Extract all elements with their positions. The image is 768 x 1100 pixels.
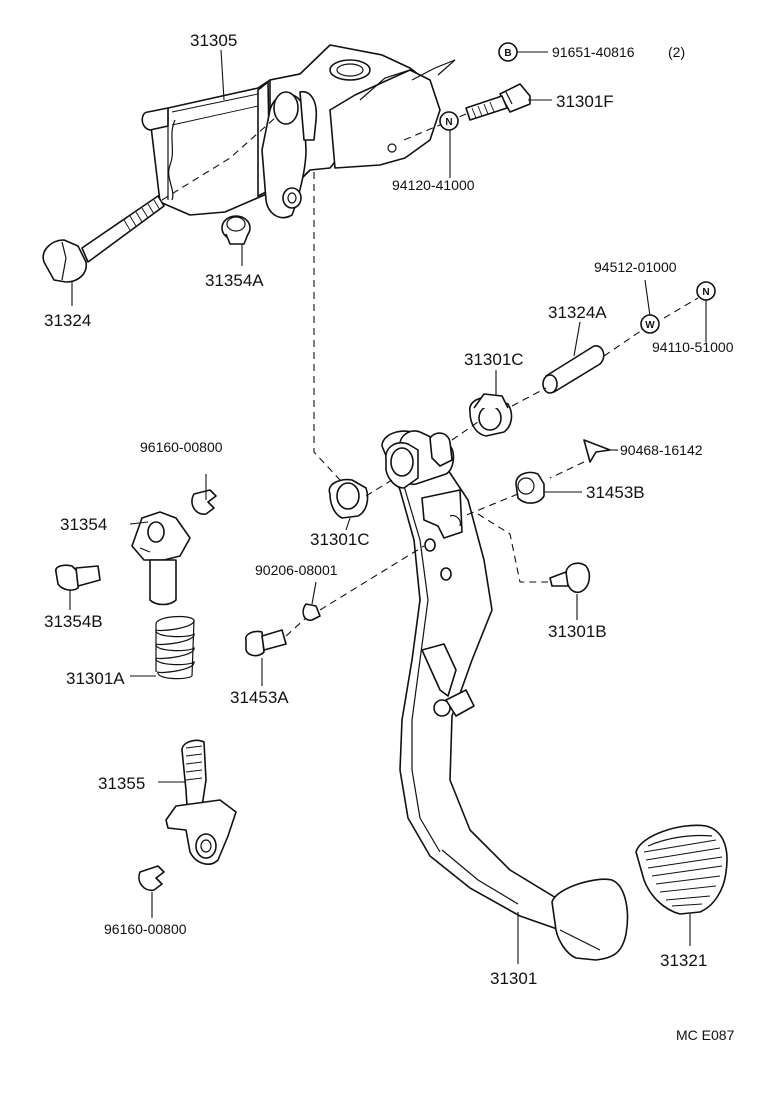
clip-90468-16142 (583, 439, 611, 463)
badge-n-94110: N (696, 281, 716, 301)
svg-text:W: W (645, 320, 655, 331)
label-31305: 31305 (190, 31, 237, 50)
stopper-31301B (549, 562, 591, 594)
label-31453B: 31453B (586, 483, 645, 502)
label-31355: 31355 (98, 774, 145, 793)
label-90468-16142: 90468-16142 (620, 442, 703, 458)
pedal-pad-31321 (635, 824, 728, 915)
badge-w-94512: W (640, 314, 660, 334)
pin-31354B (54, 564, 101, 591)
label-90206-08001: 90206-08001 (255, 562, 338, 578)
badge-b: B (498, 42, 518, 62)
label-31354B: 31354B (44, 612, 103, 631)
collar-31354A (221, 215, 251, 245)
bolt-31324 (42, 195, 165, 283)
part-labels: 31305 31324 31354A 91651-40816 (2) 31301… (44, 31, 735, 1043)
label-94120-41000: 94120-41000 (392, 177, 475, 193)
collar-31453B (515, 471, 545, 504)
clip-96160-00800-lower (138, 865, 165, 892)
label-31301B: 31301B (548, 622, 607, 641)
drawing-code: MC E087 (676, 1027, 735, 1043)
bolt-31301F (465, 83, 531, 121)
pin-31453A (244, 629, 287, 657)
label-31301A: 31301A (66, 669, 125, 688)
clip-90206-08001 (302, 603, 321, 622)
label-31354A: 31354A (205, 271, 264, 290)
label-96160-00800-lower: 96160-00800 (104, 921, 187, 937)
label-31301C-upper: 31301C (464, 350, 524, 369)
label-94110-51000: 94110-51000 (652, 339, 734, 355)
label-96160-00800-upper: 96160-00800 (140, 439, 223, 455)
label-91651-qty: (2) (668, 44, 685, 60)
label-31301C-lower: 31301C (310, 530, 370, 549)
label-94512-01000: 94512-01000 (594, 259, 677, 275)
spacer-tube-31324A (542, 345, 605, 394)
pedal-bracket-31305 (141, 44, 456, 219)
label-31321: 31321 (660, 951, 707, 970)
svg-text:N: N (702, 287, 709, 298)
clip-96160-00800-upper (191, 489, 217, 515)
spring-31301A (155, 615, 195, 680)
brake-pedal-arm-31301 (381, 430, 629, 961)
label-31301: 31301 (490, 969, 537, 988)
svg-text:B: B (504, 48, 511, 59)
label-31324: 31324 (44, 311, 91, 330)
badge-n-94120: N (439, 111, 459, 131)
label-91651-40816: 91651-40816 (552, 44, 635, 60)
bushing-31301C-lower (328, 478, 369, 519)
clevis-31354 (131, 511, 191, 606)
bushing-31301C-upper (469, 393, 513, 437)
push-rod-31355 (165, 739, 237, 865)
leader-lines (69, 49, 707, 964)
svg-text:N: N (445, 117, 452, 128)
label-31324A: 31324A (548, 303, 607, 322)
label-31453A: 31453A (230, 688, 289, 707)
label-31301F: 31301F (556, 92, 614, 111)
label-31354: 31354 (60, 515, 107, 534)
